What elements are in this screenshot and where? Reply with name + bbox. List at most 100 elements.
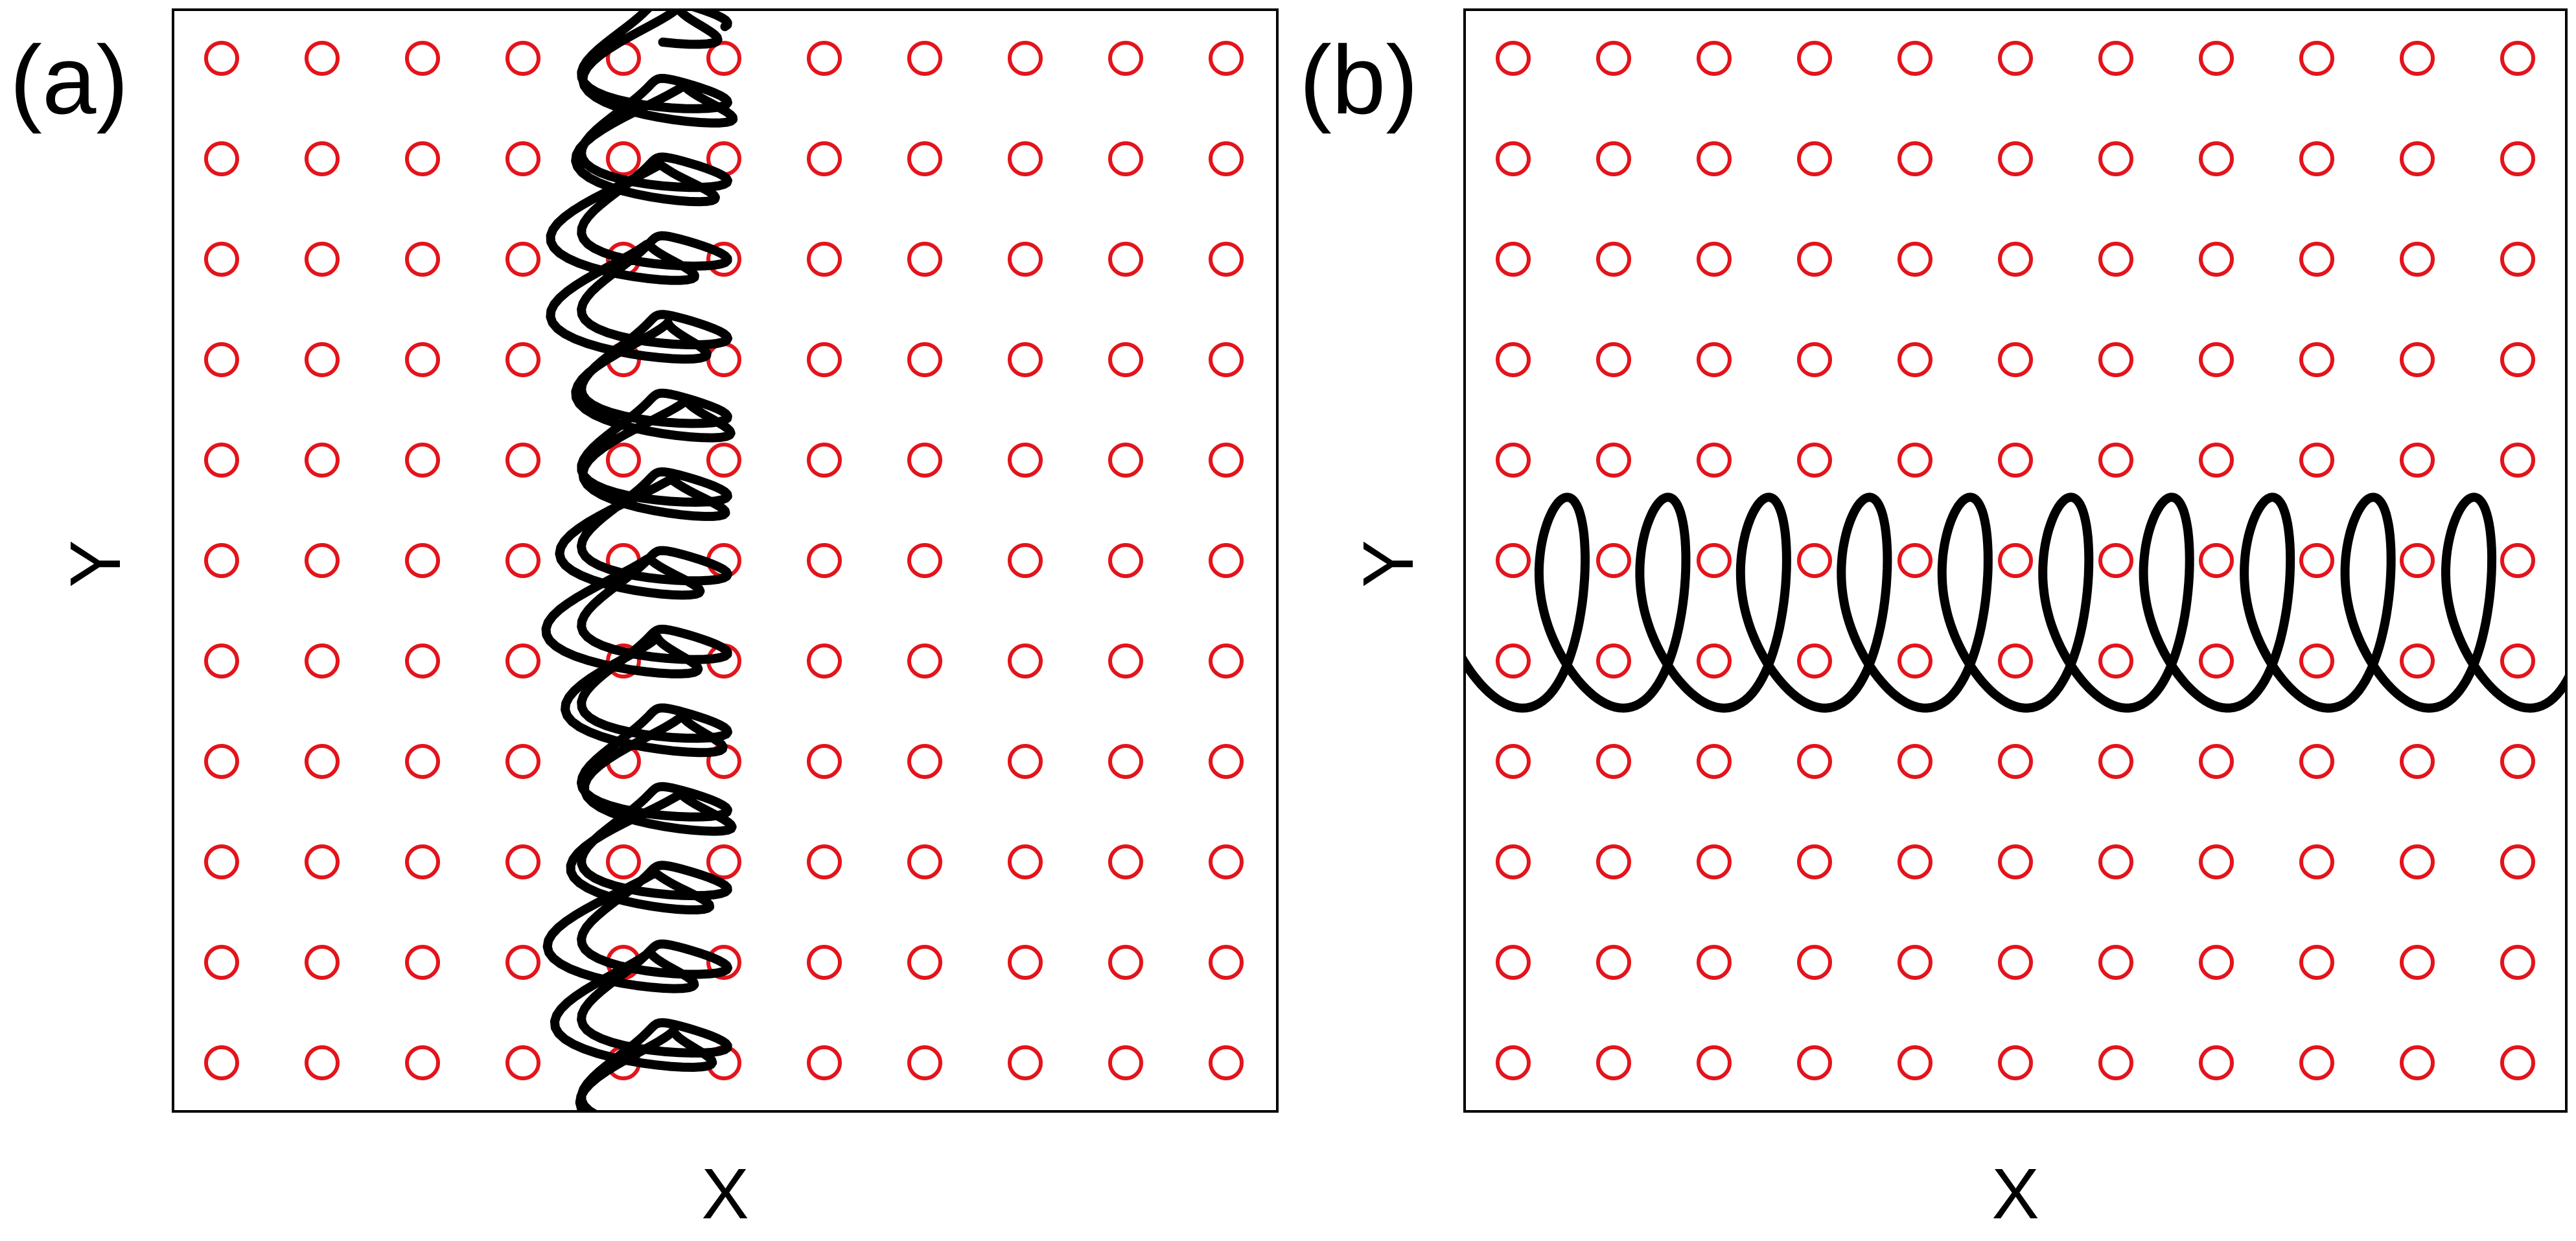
panel-a-obstacle: [1209, 945, 1244, 980]
panel-a-obstacle: [807, 844, 842, 879]
panel-a-obstacle: [405, 945, 440, 980]
panel-b-obstacle: [2500, 644, 2535, 678]
panel-b-obstacle: [1897, 744, 1932, 779]
panel-a-obstacle: [1108, 945, 1143, 980]
panel-b-obstacle: [1697, 744, 1732, 779]
panel-a-obstacle: [204, 443, 239, 478]
panel-b-obstacle: [2299, 41, 2334, 76]
panel-a-obstacle: [405, 342, 440, 377]
panel-a-obstacle: [505, 543, 540, 578]
panel-b-obstacle: [2098, 443, 2133, 478]
panel-a-obstacle: [1108, 342, 1143, 377]
panel-b-obstacle: [1998, 242, 2033, 277]
panel-b-obstacle: [1697, 1045, 1732, 1080]
panel-b-obstacle: [2098, 1045, 2133, 1080]
panel-b-obstacle: [1697, 342, 1732, 377]
panel-a-obstacle: [807, 342, 842, 377]
panel-a-obstacle: [204, 41, 239, 76]
panel-b-obstacle: [1797, 141, 1832, 176]
panel-b-obstacle: [1998, 744, 2033, 779]
panel-b-obstacle: [2199, 342, 2234, 377]
panel-b-frame: [1463, 8, 2568, 1113]
panel-b-obstacle: [1797, 844, 1832, 879]
panel-a-obstacle: [1008, 744, 1043, 779]
panel-b-obstacle: [2098, 844, 2133, 879]
panel-a-obstacle: [1108, 644, 1143, 678]
panel-b-obstacle: [1998, 443, 2033, 478]
panel-b-obstacle: [1496, 1045, 1531, 1080]
panel-b-obstacle: [2299, 945, 2334, 980]
panel-a-obstacle: [907, 744, 942, 779]
panel-a-obstacle: [204, 844, 239, 879]
panel-b-obstacle: [1797, 41, 1832, 76]
panel-a-obstacle: [1108, 543, 1143, 578]
panel-b-obstacle: [2400, 1045, 2435, 1080]
panel-b-xlabel: X: [1991, 1154, 2039, 1234]
panel-a-obstacle: [405, 141, 440, 176]
panel-b-obstacle: [1797, 443, 1832, 478]
panel-b-obstacle: [1596, 141, 1631, 176]
panel-a-obstacle: [706, 242, 741, 277]
panel-a-obstacle: [1209, 1045, 1244, 1080]
panel-b-obstacle: [1797, 543, 1832, 578]
panel-a-obstacle: [1008, 141, 1043, 176]
panel-a-obstacle: [606, 141, 641, 176]
panel-b-obstacle: [1496, 141, 1531, 176]
panel-b-obstacle: [2098, 744, 2133, 779]
panel-a-obstacle: [907, 844, 942, 879]
panel-a-obstacle: [907, 443, 942, 478]
panel-b-obstacle: [1697, 41, 1732, 76]
panel-a-frame: [172, 8, 1279, 1113]
panel-a-obstacle: [807, 242, 842, 277]
panel-b-obstacle: [1596, 744, 1631, 779]
panel-a-obstacle: [405, 1045, 440, 1080]
panel-b-obstacle: [1998, 41, 2033, 76]
panel-b-obstacle: [1897, 644, 1932, 678]
panel-a-obstacle: [505, 1045, 540, 1080]
panel-b-obstacle: [1596, 543, 1631, 578]
panel-a-obstacle: [204, 342, 239, 377]
panel-a-obstacle: [1209, 543, 1244, 578]
panel-b-obstacle: [1596, 443, 1631, 478]
panel-a-obstacle: [405, 242, 440, 277]
panel-a-obstacle: [204, 945, 239, 980]
panel-a-obstacles: [204, 41, 1244, 1080]
panel-b-obstacle: [1697, 443, 1732, 478]
panel-b-obstacle: [1596, 41, 1631, 76]
panel-a-obstacle: [305, 744, 340, 779]
panel-b-obstacle: [2299, 543, 2334, 578]
panel-a-obstacle: [907, 242, 942, 277]
panel-b-obstacle: [1797, 945, 1832, 980]
panel-b-obstacle: [1596, 945, 1631, 980]
panel-b-obstacle: [2500, 945, 2535, 980]
panel-a-obstacle: [405, 744, 440, 779]
panel-b-obstacle: [1998, 342, 2033, 377]
panel-b-obstacle: [1897, 443, 1932, 478]
panel-b-obstacle: [2199, 844, 2234, 879]
panel-b-obstacle: [2098, 945, 2133, 980]
panel-a-obstacle: [505, 342, 540, 377]
panel-b-obstacle: [1697, 844, 1732, 879]
panel-a-obstacle: [706, 945, 741, 980]
panel-a-obstacle: [807, 41, 842, 76]
panel-b-obstacle: [2400, 41, 2435, 76]
panel-b-obstacle: [1697, 644, 1732, 678]
panel-b-obstacle: [2098, 543, 2133, 578]
panel-b-obstacle: [1496, 744, 1531, 779]
panel-b-obstacle: [2500, 543, 2535, 578]
panel-a-ylabel: Y: [56, 540, 135, 587]
panel-b-obstacle: [2400, 543, 2435, 578]
panel-b-obstacle: [2500, 242, 2535, 277]
panel-b-obstacle: [2299, 744, 2334, 779]
panel-b-obstacle: [2400, 844, 2435, 879]
panel-a-obstacle: [807, 141, 842, 176]
panel-a-trajectory: [541, 10, 738, 1111]
panel-a-obstacle: [1209, 242, 1244, 277]
panel-b-obstacle: [2299, 342, 2334, 377]
panel-b-obstacle: [1697, 543, 1732, 578]
panel-b-obstacle: [2299, 242, 2334, 277]
panel-b-obstacle: [1496, 443, 1531, 478]
panel-a-obstacle: [1108, 41, 1143, 76]
panel-a-xlabel: X: [701, 1154, 748, 1234]
